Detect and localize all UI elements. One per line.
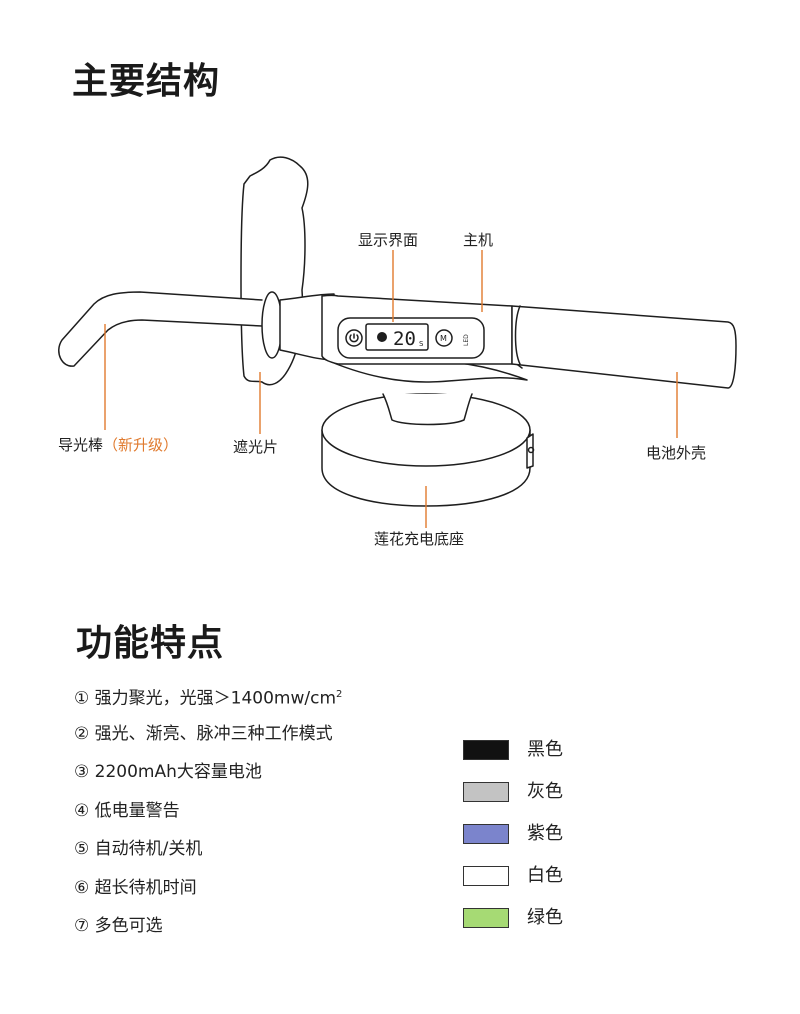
- section-title-structure: 主要结构: [72, 60, 221, 102]
- feature-item: ⑥ 超长待机时间: [74, 877, 197, 898]
- color-options: 黑色 灰色 紫色 白色 绿色: [463, 738, 563, 948]
- feature-item: ⑦ 多色可选: [74, 916, 163, 936]
- light-guide-illustration: [58, 291, 263, 367]
- label-light-guide-text: 导光棒: [58, 436, 104, 454]
- color-swatch: [463, 908, 509, 928]
- color-option-purple: 紫色: [463, 822, 563, 864]
- power-icon: [345, 329, 363, 347]
- feature-item: ③ 2200mAh大容量电池: [74, 762, 262, 782]
- feature-item: ④ 低电量警告: [74, 800, 180, 821]
- feature-list: ① 强力聚光，光强＞1400mw/cm2 ② 强光、渐亮、脉冲三种工作模式 ③ …: [74, 683, 342, 953]
- color-option-gray: 灰色: [463, 780, 563, 822]
- color-swatch: [463, 866, 509, 886]
- feature-item: ② 强光、渐亮、脉冲三种工作模式: [74, 723, 333, 744]
- charging-base-illustration: [321, 351, 535, 507]
- label-display: 显示界面: [358, 231, 419, 249]
- color-name: 紫色: [527, 823, 563, 844]
- section-title-features: 功能特点: [76, 622, 225, 664]
- color-option-green: 绿色: [463, 906, 563, 948]
- color-name: 黑色: [527, 739, 563, 760]
- color-swatch: [463, 824, 509, 844]
- label-light-guide-note: （新升级）: [103, 436, 179, 454]
- color-swatch: [463, 740, 509, 760]
- feature-item: ① 强力聚光，光强＞1400mw/cm2: [74, 688, 343, 709]
- label-shade: 遮光片: [233, 438, 279, 456]
- device-diagram: 20 S M LED: [58, 156, 737, 528]
- screen-unit: S: [419, 340, 424, 348]
- color-option-white: 白色: [463, 864, 563, 906]
- feature-item: ⑤ 自动待机/关机: [74, 839, 203, 859]
- color-option-black: 黑色: [463, 738, 563, 780]
- color-name: 灰色: [527, 781, 563, 802]
- led-label: LED: [463, 334, 470, 346]
- mode-button-icon: [435, 329, 453, 347]
- battery-shell-illustration: [511, 305, 737, 389]
- label-battery-shell: 电池外壳: [646, 444, 707, 462]
- label-host: 主机: [463, 231, 494, 249]
- label-light-guide: 导光棒（新升级）: [58, 434, 178, 455]
- color-name: 白色: [527, 865, 563, 886]
- label-base: 莲花充电底座: [374, 530, 465, 548]
- color-swatch: [463, 782, 509, 802]
- screen-reading: 20: [393, 328, 416, 350]
- color-name: 绿色: [527, 907, 563, 928]
- mode-label: M: [440, 334, 447, 343]
